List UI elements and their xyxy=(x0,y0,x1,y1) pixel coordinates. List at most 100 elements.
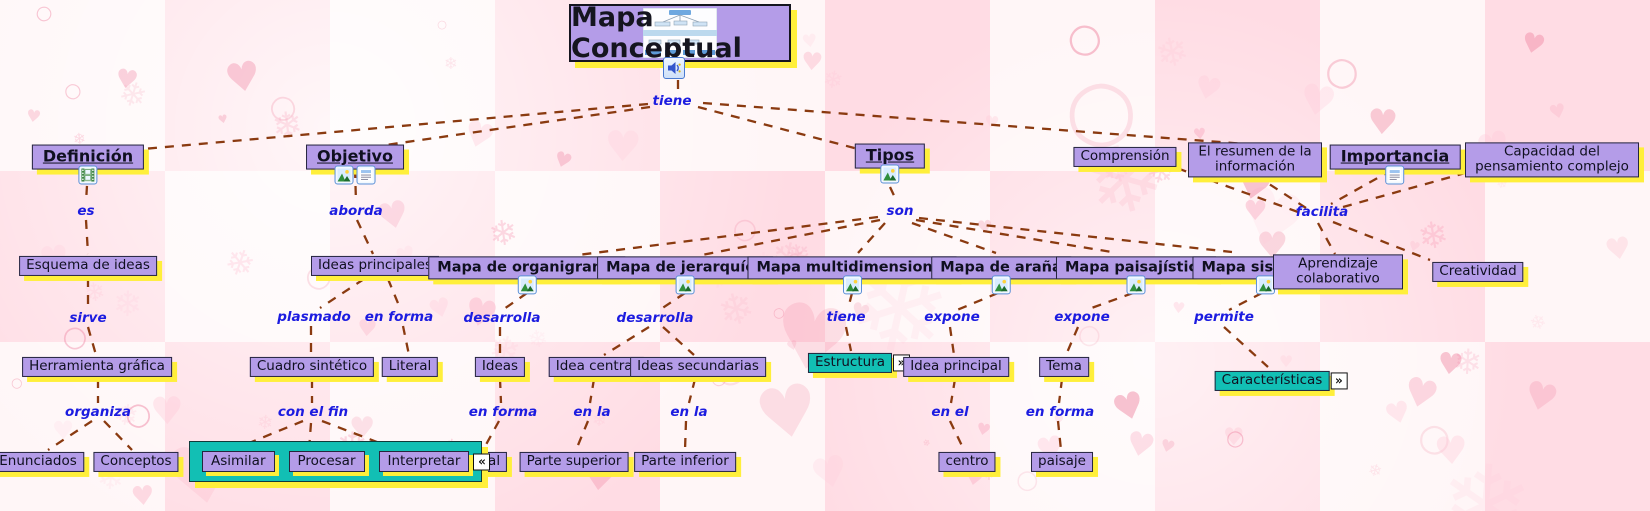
node-organigrama[interactable]: Mapa de organigrama xyxy=(428,256,626,295)
resource-icons xyxy=(842,275,862,295)
linking-phrase-permite: permite xyxy=(1194,309,1254,325)
link-line xyxy=(103,420,133,451)
node-procesar[interactable]: Procesar xyxy=(288,451,365,472)
node-paisajistico[interactable]: Mapa paisajístico xyxy=(1055,256,1217,295)
speaker-icon[interactable] xyxy=(663,57,685,79)
image-icon[interactable] xyxy=(517,275,537,295)
node-resumen[interactable]: El resumen de la información xyxy=(1188,142,1322,178)
link-line xyxy=(1064,326,1080,356)
node-label: El resumen de la información xyxy=(1198,143,1312,175)
image-icon[interactable] xyxy=(991,275,1011,295)
node-asimilar[interactable]: Asimilar xyxy=(202,451,275,472)
node-capacidad[interactable]: Capacidad del pensamiento complejo xyxy=(1465,142,1639,178)
node-esquema[interactable]: Esquema de ideas xyxy=(19,255,157,277)
node-centro[interactable]: centro xyxy=(938,451,996,473)
node-definicion[interactable]: Definición xyxy=(31,144,145,185)
node-aprendizaje[interactable]: Aprendizaje colaborativo xyxy=(1273,254,1403,290)
node-label: Ideas xyxy=(481,357,519,374)
node-jerarquico[interactable]: Mapa de jerarquíco xyxy=(597,256,773,295)
doc-icon[interactable] xyxy=(1385,165,1405,185)
node-tema[interactable]: Tema xyxy=(1039,356,1089,378)
node-literal[interactable]: Literal xyxy=(381,356,439,378)
link-line xyxy=(1056,420,1063,451)
node-tipos[interactable]: Tipos xyxy=(854,143,926,184)
node-label: Estructura xyxy=(814,353,886,370)
linking-phrase-expone_arana: expone xyxy=(924,309,980,325)
link-line xyxy=(956,291,999,312)
linking-phrase-en_forma_literal: en forma xyxy=(364,309,434,325)
node-label: Mapa de organigrama xyxy=(437,259,617,276)
node-multidimensional[interactable]: Mapa multidimensional xyxy=(747,256,957,295)
page-title: Mapa Conceptual xyxy=(571,2,742,64)
root-node[interactable]: Mapa Conceptual xyxy=(569,2,791,64)
node-arana[interactable]: Mapa de araña xyxy=(931,256,1071,295)
node-label: Mapa multidimensional xyxy=(756,259,948,276)
link-line xyxy=(503,292,528,310)
link-line xyxy=(603,326,650,356)
linking-phrase-plasmado: plasmado xyxy=(277,309,351,325)
node-label: Objetivo xyxy=(317,146,393,166)
node-label: Herramienta gráfica xyxy=(29,357,165,374)
link-line xyxy=(697,105,863,152)
node-estructura[interactable]: Estructura» xyxy=(807,352,911,374)
link-line xyxy=(948,326,956,356)
node-label: Importancia xyxy=(1340,146,1450,166)
node-importancia[interactable]: Importancia xyxy=(1329,144,1461,185)
image-icon[interactable] xyxy=(880,164,900,184)
link-line xyxy=(231,419,304,452)
node-caracteristicas[interactable]: Características » xyxy=(1214,370,1348,392)
image-icon[interactable] xyxy=(1255,275,1275,295)
link-line xyxy=(1057,378,1064,404)
node-label: Características xyxy=(1221,371,1323,388)
link-line xyxy=(1228,291,1263,312)
node-parte_inferior[interactable]: Parte inferior xyxy=(634,451,736,473)
node-label: Literal xyxy=(388,357,432,374)
node-label: Tema xyxy=(1046,357,1082,374)
node-label: Idea principal xyxy=(910,357,1002,374)
node-ideas_secundarias[interactable]: Ideas secundarias xyxy=(630,356,766,378)
node-objetivo[interactable]: Objetivo xyxy=(306,144,404,185)
linking-phrase-en_la_sup: en la xyxy=(573,404,611,420)
node-conceptos[interactable]: Conceptos xyxy=(93,451,179,473)
node-creatividad[interactable]: Creatividad xyxy=(1432,261,1524,283)
node-paisaje[interactable]: paisaje xyxy=(1031,451,1093,473)
node-label: Creatividad xyxy=(1439,262,1517,279)
node-comprension[interactable]: Comprensión xyxy=(1073,146,1177,168)
film-icon[interactable] xyxy=(78,165,98,185)
link-line xyxy=(1316,222,1337,255)
linking-phrase-desarrolla_org: desarrolla xyxy=(463,310,541,326)
concept-map-thumbnail[interactable] xyxy=(642,7,718,59)
link-line xyxy=(401,325,411,356)
linking-phrase-tiene_multi: tiene xyxy=(826,309,866,325)
node-cuadro[interactable]: Cuadro sintético xyxy=(249,356,375,378)
link-line xyxy=(1332,220,1431,262)
linking-phrase-organiza: organiza xyxy=(65,404,131,420)
link-line xyxy=(371,105,651,149)
node-parte_superior[interactable]: Parte superior xyxy=(519,451,629,473)
doc-icon[interactable] xyxy=(356,165,376,185)
link-line xyxy=(918,216,1233,254)
linking-phrase-expone_pais: expone xyxy=(1054,309,1110,325)
link-line xyxy=(948,420,966,451)
link-line xyxy=(498,378,503,404)
node-idea_central[interactable]: Idea central xyxy=(548,356,644,378)
image-icon[interactable] xyxy=(842,275,862,295)
image-icon[interactable] xyxy=(675,275,695,295)
resource-icons xyxy=(1126,275,1146,295)
node-interpretar[interactable]: Interpretar xyxy=(378,451,470,472)
node-ideas_principales[interactable]: Ideas principales xyxy=(311,255,439,277)
collapse-chevron-icon[interactable]: « xyxy=(473,453,491,470)
nested-group-con-el-fin[interactable]: Asimilar Procesar Interpretar« xyxy=(189,441,491,482)
node-label: Tipos xyxy=(865,145,915,165)
node-herramienta[interactable]: Herramienta gráfica xyxy=(22,356,172,378)
node-enunciados[interactable]: Enunciados xyxy=(0,451,84,473)
node-idea_principal[interactable]: Idea principal xyxy=(903,356,1009,378)
link-line xyxy=(1342,168,1477,209)
resource-icons xyxy=(1255,275,1275,295)
expand-chevron-icon[interactable]: » xyxy=(1330,372,1348,390)
image-icon[interactable] xyxy=(334,165,354,185)
linking-phrase-tiene_root: tiene xyxy=(652,93,692,109)
image-icon[interactable] xyxy=(1126,275,1146,295)
link-line xyxy=(949,378,957,404)
node-ideas[interactable]: Ideas xyxy=(474,356,526,378)
